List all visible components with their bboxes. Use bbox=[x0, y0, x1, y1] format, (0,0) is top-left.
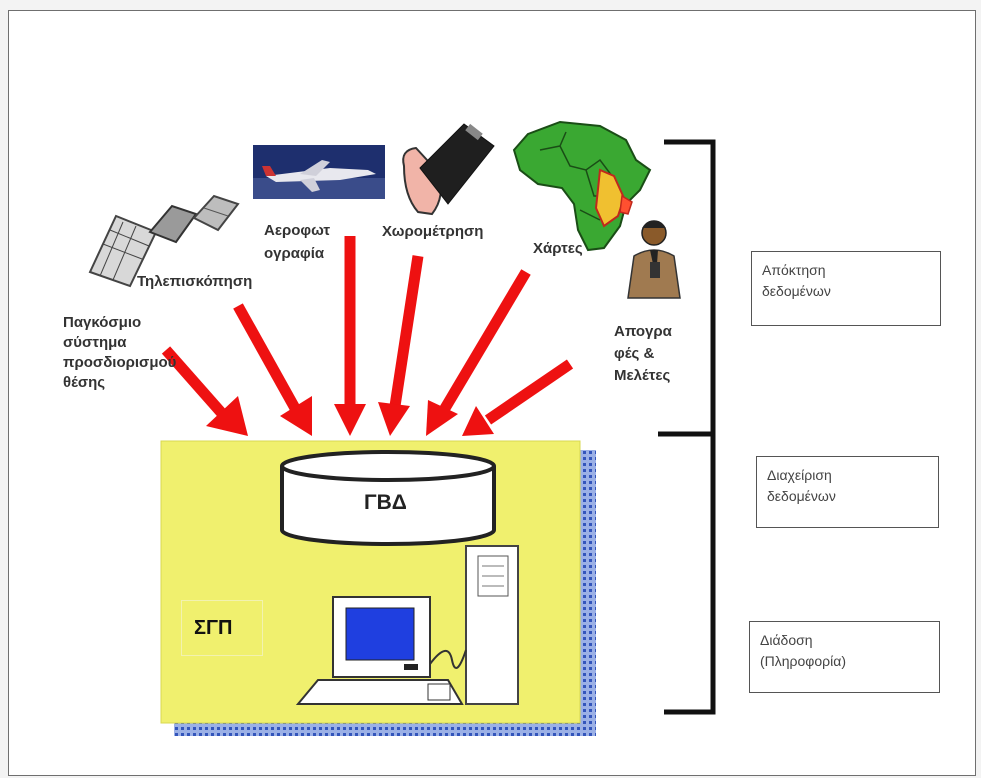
computer-icon bbox=[295, 545, 519, 705]
censuses-label: Απογρα φές & Μελέτες bbox=[614, 323, 672, 384]
input-arrows bbox=[161, 236, 574, 436]
remote-sensing-label: Τηλεπισκόπηση bbox=[137, 273, 253, 290]
gis-label: ΣΓΠ bbox=[181, 600, 263, 656]
dissemination-box: Διάδοση (Πληροφορία) bbox=[749, 621, 940, 693]
database-icon bbox=[280, 450, 496, 546]
airplane-photo-icon bbox=[253, 145, 385, 199]
africa-map-icon bbox=[512, 120, 652, 252]
gps-label: Παγκόσμιο σύστημα προσδιορισμού θέσης bbox=[63, 314, 177, 391]
handheld-gps-icon bbox=[402, 123, 495, 216]
satellite-icon bbox=[88, 194, 240, 288]
person-icon bbox=[627, 220, 681, 299]
surveying-label: Χωρομέτρηση bbox=[382, 223, 484, 240]
maps-label: Χάρτες bbox=[533, 240, 583, 257]
management-box: Διαχείριση δεδομένων bbox=[756, 456, 939, 528]
acquisition-box: Απόκτηση δεδομένων bbox=[751, 251, 941, 326]
stage-bracket bbox=[658, 139, 716, 715]
aerial-photography-label: Αεροφωτ ογραφία bbox=[264, 222, 331, 262]
database-label: ΓΒΔ bbox=[364, 491, 407, 514]
